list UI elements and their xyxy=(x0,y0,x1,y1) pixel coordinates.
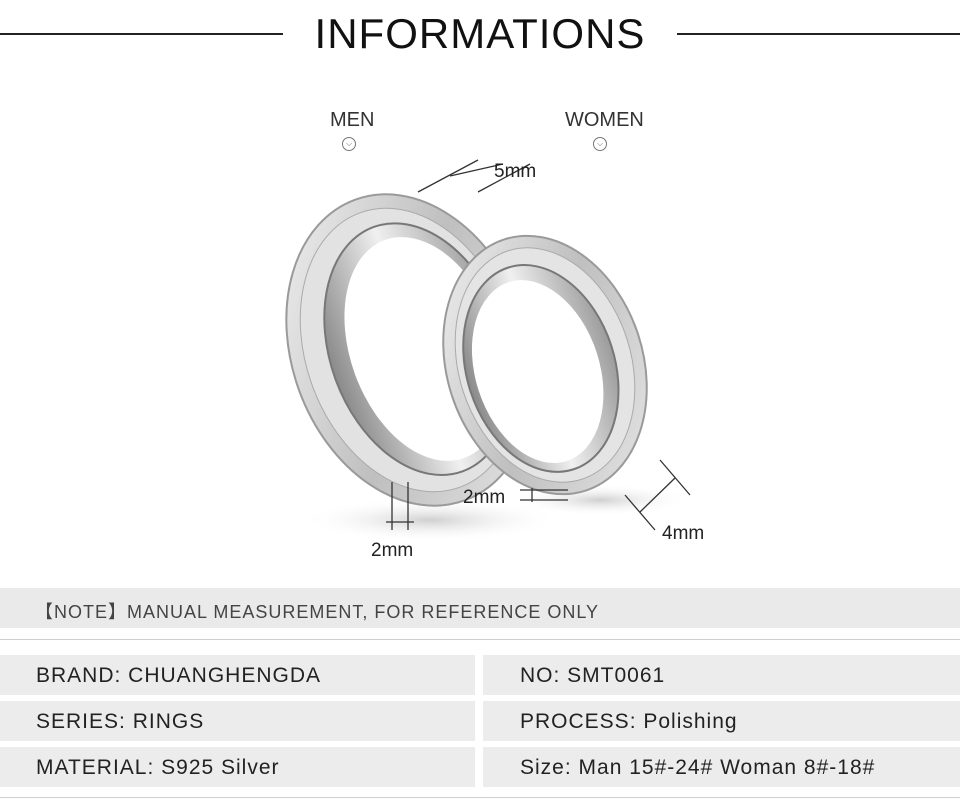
women-ring xyxy=(442,234,648,496)
rings-illustration xyxy=(285,159,691,542)
spec-size-text: Size: Man 15#-24# Woman 8#-18# xyxy=(520,756,876,779)
dimension-top-width: 5mm xyxy=(494,161,537,182)
spec-no-text: NO: SMT0061 xyxy=(520,664,666,687)
dimension-men-thickness: 2mm xyxy=(371,540,414,561)
page-title: INFORMATIONS xyxy=(314,10,646,57)
spec-no: NO: SMT0061 xyxy=(483,655,960,695)
divider xyxy=(0,797,960,798)
header-rule-left xyxy=(0,33,283,35)
chevron-down-icon: ⌵ xyxy=(593,137,607,151)
spec-process: PROCESS: Polishing xyxy=(483,701,960,741)
spec-series-text: SERIES: RINGS xyxy=(36,710,205,733)
spec-size: Size: Man 15#-24# Woman 8#-18# xyxy=(483,747,960,787)
men-label: MEN xyxy=(330,109,375,131)
divider xyxy=(0,639,960,640)
women-label: WOMEN xyxy=(565,109,644,131)
chevron-down-icon: ⌵ xyxy=(342,137,356,151)
spec-series: SERIES: RINGS xyxy=(0,701,475,741)
note-text: 【NOTE】MANUAL MEASUREMENT, FOR REFERENCE … xyxy=(35,602,600,622)
dimension-women-inner: 2mm xyxy=(463,487,506,508)
spec-brand: BRAND: CHUANGHENGDA xyxy=(0,655,475,695)
dimension-lines xyxy=(386,159,691,531)
spec-brand-text: BRAND: CHUANGHENGDA xyxy=(36,664,322,687)
dimension-women-width: 4mm xyxy=(662,523,705,544)
spec-material-text: MATERIAL: S925 Silver xyxy=(36,756,280,779)
spec-process-text: PROCESS: Polishing xyxy=(520,710,738,733)
note-bar xyxy=(0,588,960,628)
header-rule-right xyxy=(677,33,960,35)
ring-shadow xyxy=(300,498,560,542)
spec-material: MATERIAL: S925 Silver xyxy=(0,747,475,787)
